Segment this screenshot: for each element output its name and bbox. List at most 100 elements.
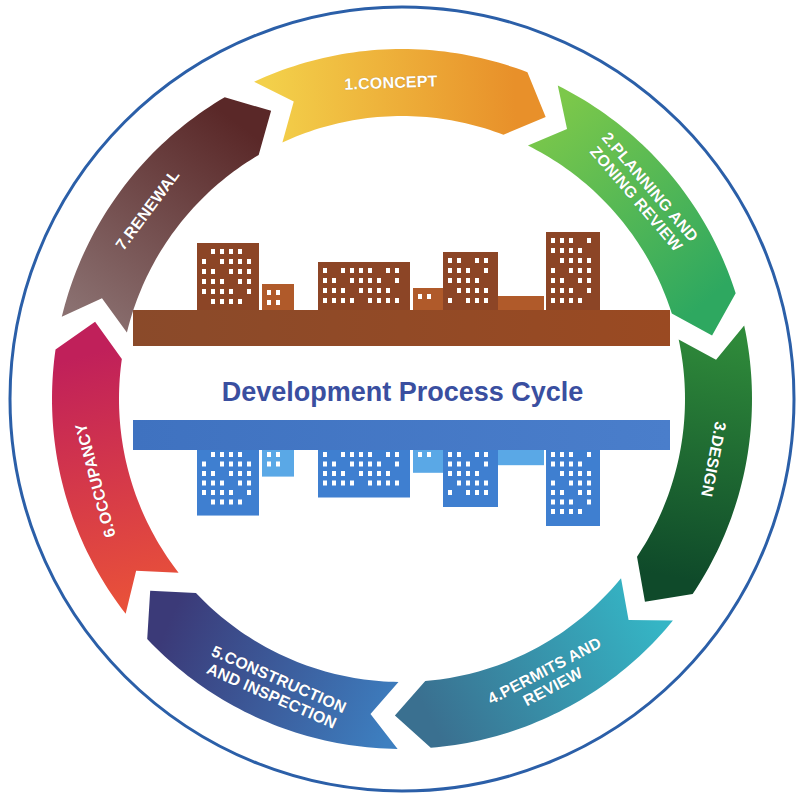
window (560, 298, 564, 303)
window (578, 471, 582, 476)
window (484, 481, 488, 486)
window (332, 481, 336, 486)
window (466, 481, 470, 486)
window (276, 290, 280, 295)
window (323, 462, 327, 467)
window (587, 258, 591, 263)
window (368, 462, 372, 467)
window (323, 278, 327, 283)
window (484, 490, 488, 495)
window (475, 278, 479, 283)
building-reflection (197, 448, 259, 516)
window (466, 462, 470, 467)
window (569, 500, 573, 505)
window (220, 462, 224, 467)
window (368, 298, 372, 303)
window (560, 238, 564, 243)
window (578, 481, 582, 486)
window (578, 298, 582, 303)
window (220, 490, 224, 495)
window (247, 490, 251, 495)
window (332, 462, 336, 467)
window (211, 452, 215, 457)
window (377, 298, 381, 303)
window (220, 249, 224, 254)
window (229, 500, 233, 505)
window (569, 509, 573, 514)
window (457, 481, 461, 486)
window (229, 462, 233, 467)
ground-band (133, 310, 670, 346)
window (211, 279, 215, 284)
window (229, 249, 233, 254)
window (484, 452, 488, 457)
window (368, 471, 372, 476)
window (587, 238, 591, 243)
window (238, 481, 242, 486)
window (475, 258, 479, 263)
window (386, 288, 390, 293)
window (386, 481, 390, 486)
window (247, 471, 251, 476)
window (341, 298, 345, 303)
window (551, 278, 555, 283)
window (238, 462, 242, 467)
window (569, 248, 573, 253)
window (386, 452, 390, 457)
window (267, 462, 271, 467)
window (551, 462, 555, 467)
outer-ring (10, 7, 794, 791)
window (448, 258, 452, 263)
window (229, 452, 233, 457)
window (578, 509, 582, 514)
window (560, 509, 564, 514)
window (386, 471, 390, 476)
window (211, 289, 215, 294)
window (578, 268, 582, 273)
window (457, 462, 461, 467)
window (484, 258, 488, 263)
window (569, 481, 573, 486)
window (220, 452, 224, 457)
window (587, 471, 591, 476)
cycle-arrow: 6.OCCUPANCY (51, 320, 180, 615)
window (569, 298, 573, 303)
window (350, 278, 354, 283)
arrow-outline (62, 97, 271, 332)
window (323, 268, 327, 273)
cycle-arrow: 7.RENEWAL (60, 96, 273, 334)
window (323, 481, 327, 486)
window (211, 490, 215, 495)
window (418, 294, 422, 299)
cycle-arrow: 3.DESIGN (636, 324, 753, 603)
window (569, 462, 573, 467)
window (368, 481, 372, 486)
building (262, 284, 294, 314)
window (247, 279, 251, 284)
window (323, 452, 327, 457)
arrow-shape (253, 48, 547, 144)
window (578, 258, 582, 263)
building-reflection (318, 448, 410, 498)
cycle-arrow: 2.PLANNING AND ZONING REVIEW (526, 84, 737, 337)
window (587, 490, 591, 495)
window (427, 294, 431, 299)
window (475, 481, 479, 486)
window (359, 452, 363, 457)
window (238, 500, 242, 505)
window (202, 279, 206, 284)
window (332, 298, 336, 303)
window (466, 278, 470, 283)
window (457, 471, 461, 476)
window (587, 481, 591, 486)
window (341, 481, 345, 486)
building-reflection (413, 448, 443, 473)
window (551, 509, 555, 514)
window (332, 288, 336, 293)
window (386, 268, 390, 273)
window (448, 471, 452, 476)
arrow-shape (393, 577, 674, 749)
window (448, 462, 452, 467)
window (359, 471, 363, 476)
window (569, 258, 573, 263)
